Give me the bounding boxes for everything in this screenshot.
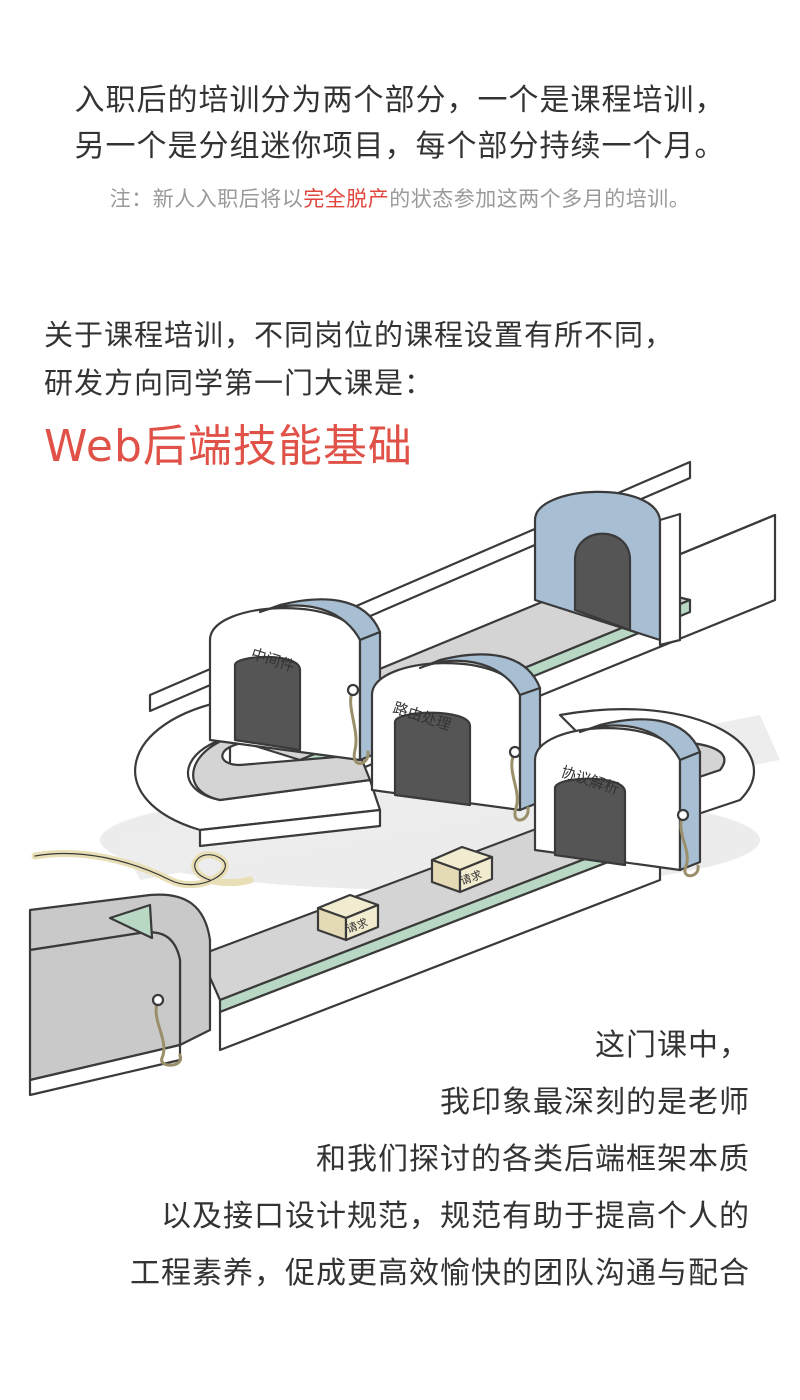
start-machine bbox=[28, 893, 212, 1097]
para-line-4: 以及接口设计规范，规范有助于提高个人的 bbox=[161, 1199, 750, 1234]
para-line-5: 工程素养，促成更高效愉快的团队沟通与配合 bbox=[130, 1256, 750, 1291]
gate-middleware: 中间件 bbox=[208, 598, 382, 765]
note-highlight: 完全脱产 bbox=[303, 187, 390, 211]
gate-protocol: 协议解析 bbox=[533, 718, 702, 878]
intro-line-2: 另一个是分组迷你项目，每个部分持续一个月。 bbox=[74, 129, 726, 164]
para-line-2: 我印象最深刻的是老师 bbox=[440, 1085, 750, 1120]
intro-note: 注：新人入职后将以完全脱产的状态参加这两个多月的培训。 bbox=[0, 183, 800, 213]
para-line-3: 和我们探讨的各类后端框架本质 bbox=[316, 1142, 750, 1177]
request-box-2: 请求 bbox=[430, 845, 494, 894]
course-title: Web后端技能基础 bbox=[44, 421, 413, 472]
note-suffix: 的状态参加这两个多月的培训。 bbox=[389, 187, 691, 211]
course-line-1: 关于课程培训，不同岗位的课程设置有所不同， bbox=[44, 318, 675, 352]
intro-line-1: 入职后的培训分为两个部分，一个是课程培训， bbox=[74, 83, 726, 118]
course-line-2: 研发方向同学第一门大课是： bbox=[44, 366, 435, 400]
intro-section: 入职后的培训分为两个部分，一个是课程培训， 另一个是分组迷你项目，每个部分持续一… bbox=[0, 78, 800, 170]
loop-belt bbox=[192, 733, 372, 802]
request-box-1: 请求 bbox=[316, 893, 380, 942]
conveyor-illustration: 中间件 路由处理 协议解析 请 bbox=[28, 460, 780, 1097]
gate-routing: 路由处理 bbox=[370, 653, 542, 822]
para-line-1: 这门课中， bbox=[595, 1028, 750, 1063]
note-prefix: 注：新人入职后将以 bbox=[109, 187, 304, 211]
